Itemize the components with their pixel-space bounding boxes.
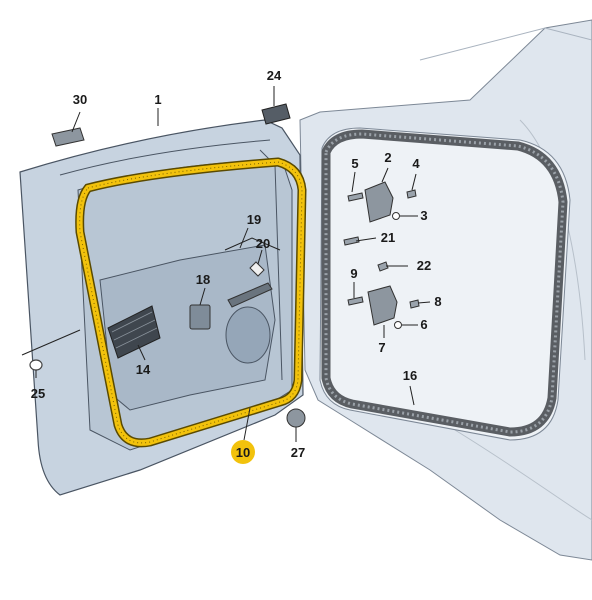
callout-7: 7 <box>378 340 385 355</box>
callout-9: 9 <box>350 266 357 281</box>
callout-5: 5 <box>351 156 358 171</box>
lock-module-18 <box>189 304 211 330</box>
door-panel <box>19 119 304 496</box>
callout-labels: 1 30 24 2 5 4 3 21 22 9 8 6 7 16 19 20 1… <box>31 68 442 460</box>
callout-6: 6 <box>420 317 427 332</box>
callout-4: 4 <box>412 156 420 171</box>
plug-27 <box>286 408 306 428</box>
door-check-strap <box>227 261 273 308</box>
callout-16: 16 <box>403 368 417 383</box>
callout-8: 8 <box>434 294 441 309</box>
callout-2: 2 <box>384 150 391 165</box>
callout-10-highlight <box>231 440 255 464</box>
vent-grille-14 <box>107 305 161 359</box>
callout-27: 27 <box>291 445 305 460</box>
callout-22: 22 <box>417 258 431 273</box>
callout-30: 30 <box>73 92 87 107</box>
callout-14: 14 <box>136 362 151 377</box>
callout-10: 10 <box>236 445 250 460</box>
door-opening <box>319 127 571 441</box>
callout-20: 20 <box>256 236 270 251</box>
callout-25: 25 <box>31 386 45 401</box>
grommet-25 <box>29 359 43 371</box>
callout-3: 3 <box>420 208 427 223</box>
pad-30 <box>51 127 85 147</box>
callout-19: 19 <box>247 212 261 227</box>
leader-lines <box>21 86 431 442</box>
lower-hinge-7 <box>367 285 398 326</box>
callout-24: 24 <box>267 68 282 83</box>
bolts <box>343 189 420 329</box>
callout-21: 21 <box>381 230 395 245</box>
upper-hinge-2 <box>364 181 394 223</box>
cover-24 <box>261 103 291 125</box>
callout-1: 1 <box>154 92 161 107</box>
callout-18: 18 <box>196 272 210 287</box>
